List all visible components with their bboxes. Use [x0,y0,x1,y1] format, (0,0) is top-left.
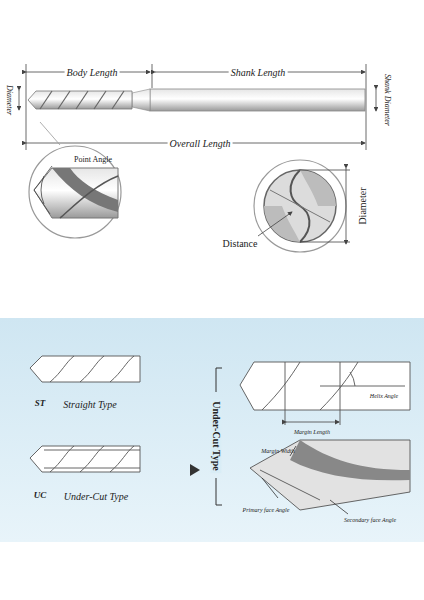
type-name: Under-Cut Type [62,491,130,502]
dimension-label: Shank Diameter [383,72,392,128]
angle-label: Point Angle [72,156,114,165]
angle-label: Primary face Angle [241,507,292,514]
type-code: ST [33,399,48,409]
dimension-label: Margin Width [259,448,296,455]
angle-label: Helix Angle [368,393,400,400]
type-name: Straight Type [61,399,118,410]
dimension-label: Body Length [65,67,120,78]
angle-label: Secondary face Angle [342,517,398,524]
dimension-label: Margin Length [292,429,332,436]
dimension-label: Diameter [357,185,368,226]
bracket-label: Under-Cut Type [211,399,222,473]
dimension-label: Overall Length [168,138,233,149]
dimension-label: Diameter [5,83,14,117]
type-code: UC [32,491,49,501]
dimension-label: Shank Length [229,67,288,78]
dimension-label: Distance [221,238,260,249]
